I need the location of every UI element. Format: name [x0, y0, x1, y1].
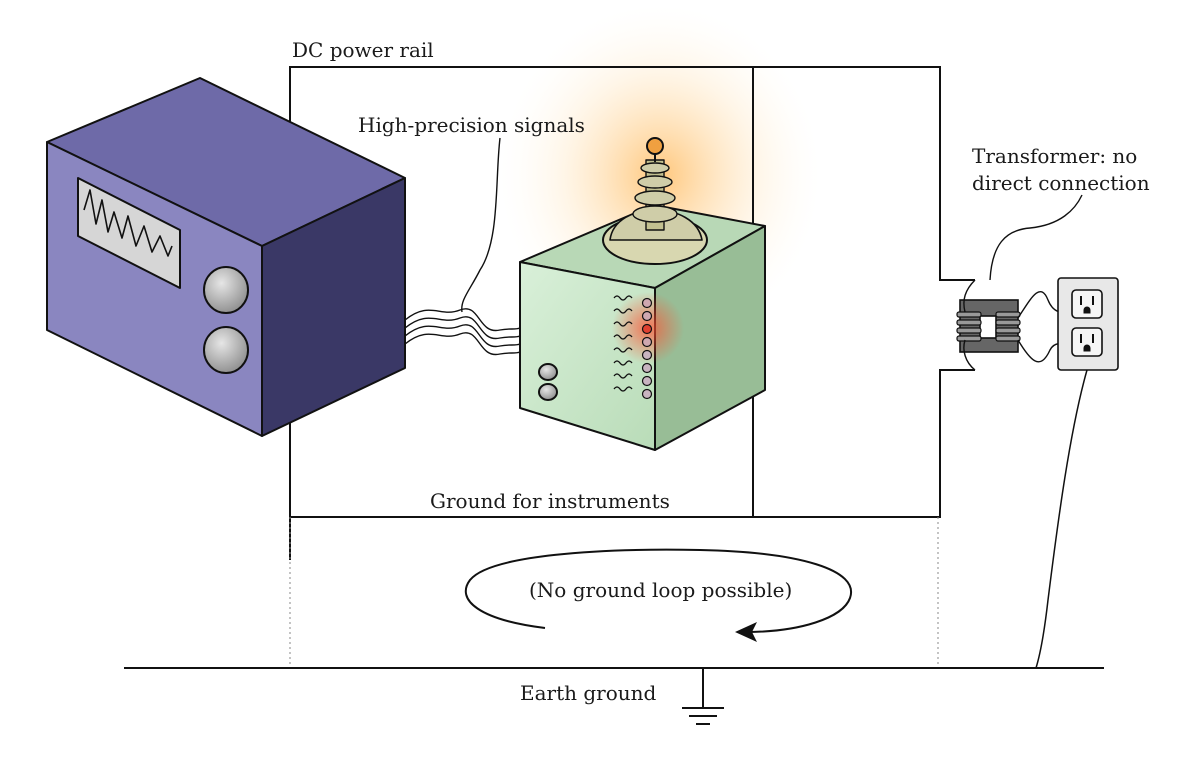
rig-antenna-ball-icon [646, 137, 664, 155]
wall-outlet-icon [1057, 277, 1119, 371]
indicator-light [641, 349, 653, 361]
indicator-light [641, 297, 653, 309]
label-dc-power-rail: DC power rail [292, 38, 434, 62]
label-transformer-line1: Transformer: no [972, 144, 1137, 168]
rig-knob-lower-icon [538, 383, 558, 401]
transformer-label-leader [989, 194, 1083, 281]
knob-upper-icon [203, 266, 249, 314]
signal-cable-bundle [404, 308, 521, 356]
label-ground-for-instruments: Ground for instruments [430, 489, 670, 513]
knob-lower-icon [203, 326, 249, 374]
indicator-light [641, 336, 653, 348]
outlet-ground-wire [1035, 369, 1088, 669]
label-transformer-line2: direct connection [972, 171, 1150, 195]
ground-loop-ellipse [464, 548, 853, 633]
earth-ground-symbol [682, 668, 724, 725]
transformer-icon [956, 299, 1021, 353]
indicator-light [641, 375, 653, 387]
indicator-light-active [641, 323, 653, 335]
rig-indicator-panel [613, 295, 653, 400]
label-high-precision-signals: High-precision signals [358, 113, 585, 137]
indicator-light [641, 362, 653, 374]
rig-knob-upper-icon [538, 363, 558, 381]
oscilloscope-instrument [46, 77, 406, 437]
indicator-light [641, 310, 653, 322]
loop-arrow-head [735, 622, 757, 642]
label-earth-ground: Earth ground [520, 681, 657, 705]
dotted-ground-links [289, 517, 939, 668]
indicator-light [641, 388, 653, 400]
label-no-ground-loop: (No ground loop possible) [529, 578, 792, 602]
signal-label-leader [461, 137, 501, 313]
waveform-trace [83, 189, 173, 257]
